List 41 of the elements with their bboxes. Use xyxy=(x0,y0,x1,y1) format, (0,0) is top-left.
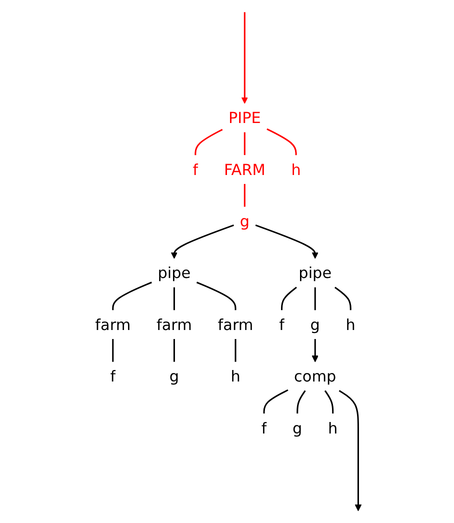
connector xyxy=(296,390,306,414)
node-text: g xyxy=(170,367,180,386)
node-text: comp xyxy=(294,367,336,386)
node-text: h xyxy=(231,367,241,386)
node-text: f xyxy=(262,418,268,438)
node-text: h xyxy=(328,418,338,438)
arrow xyxy=(256,224,319,259)
connector xyxy=(174,287,176,310)
node-text: g xyxy=(310,315,320,334)
connector xyxy=(194,128,224,156)
connector xyxy=(112,339,114,362)
connector xyxy=(324,390,334,414)
connector xyxy=(314,287,316,310)
connector xyxy=(334,286,352,310)
connector xyxy=(196,282,237,310)
connector xyxy=(244,132,246,156)
arrow xyxy=(339,390,362,512)
node-text: f xyxy=(110,367,116,386)
connector xyxy=(281,286,298,310)
node-text: pipe xyxy=(158,264,191,282)
node-text: pipe xyxy=(298,264,332,282)
node-text: g xyxy=(292,418,303,438)
node-text: f xyxy=(279,315,285,334)
node-text: g xyxy=(240,212,250,230)
node-text: farm xyxy=(156,315,192,334)
node-text: f xyxy=(193,160,198,179)
connector xyxy=(266,128,298,156)
node-text: farm xyxy=(95,315,131,334)
node-text: farm xyxy=(218,315,254,334)
arrow xyxy=(171,224,234,259)
node-text: h xyxy=(346,315,356,334)
connector xyxy=(244,184,246,207)
arrow xyxy=(312,339,319,362)
connector xyxy=(235,339,237,362)
node-text: FARM xyxy=(224,160,266,179)
node-text: PIPE xyxy=(228,108,262,127)
arrow xyxy=(242,12,248,104)
node-text: h xyxy=(292,160,302,179)
connector xyxy=(112,282,152,310)
connector xyxy=(264,389,289,414)
connector xyxy=(174,339,176,362)
